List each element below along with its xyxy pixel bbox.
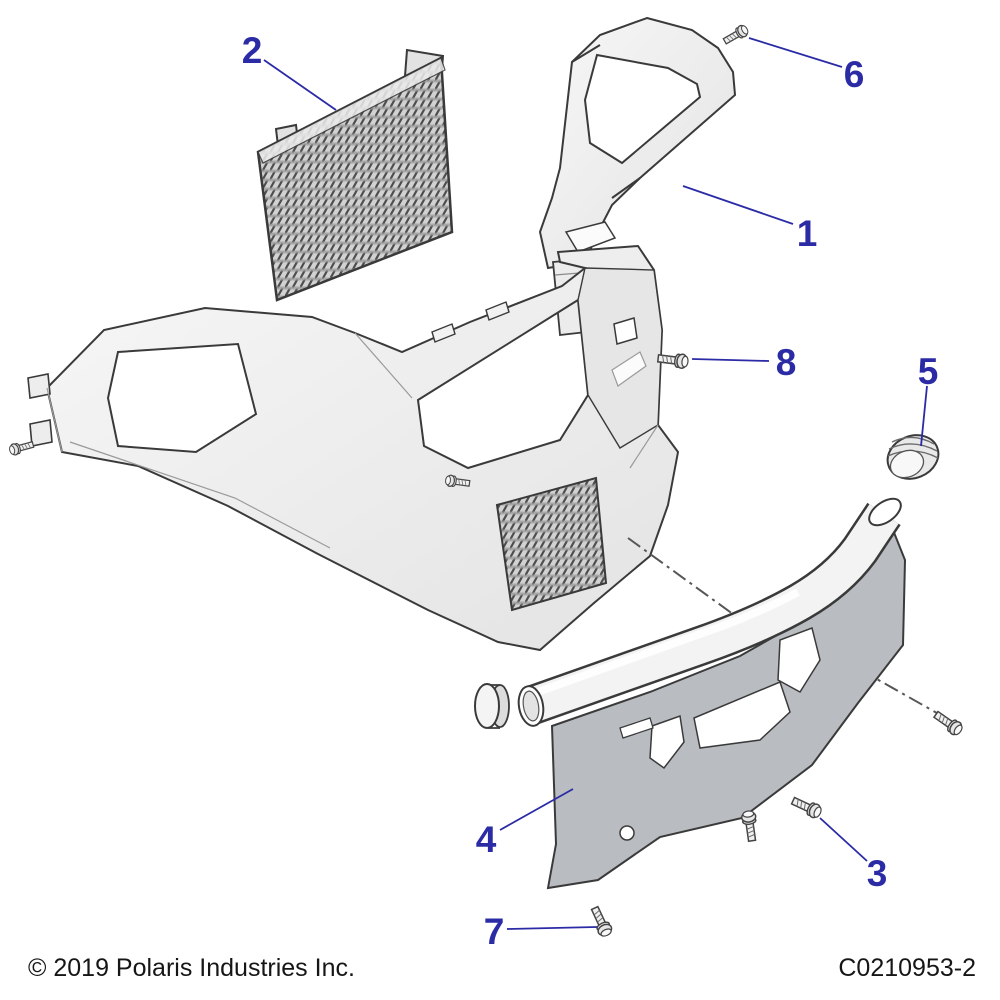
tube-end-cap-part [886, 434, 940, 480]
callout-8-leader [691, 358, 770, 362]
screw-part-left [7, 438, 36, 457]
callout-2-leader [263, 59, 337, 111]
callout-2-label: 2 [242, 30, 263, 71]
callout-5-label: 5 [918, 351, 939, 392]
assembly-axis-line [627, 537, 738, 618]
callout-3-label: 3 [867, 853, 888, 894]
screw-part-3 [789, 793, 824, 821]
screw-part-7 [587, 904, 615, 939]
callout-1-leader [682, 185, 794, 225]
callout-5-leader [920, 385, 928, 447]
callout-4-label: 4 [476, 819, 497, 860]
callout-6-leader [748, 37, 843, 68]
callout-7-leader [506, 926, 598, 930]
tube-plug-cap-part [474, 683, 510, 729]
callout-8-label: 8 [776, 342, 797, 383]
screw-part-6 [721, 22, 751, 48]
screw-part-8 [656, 350, 690, 370]
front-bumper-fascia-part [27, 244, 680, 652]
callout-7-label: 7 [484, 911, 505, 952]
screw-part-right [931, 707, 966, 739]
lower-bumper-part [517, 497, 907, 890]
callout-6-label: 6 [844, 54, 865, 95]
screw-part-bottom-center [740, 809, 760, 843]
callout-3-leader [819, 817, 868, 862]
copyright-text: © 2019 Polaris Industries Inc. [28, 954, 355, 982]
document-code-text: C0210953-2 [838, 954, 976, 982]
callout-4-leader [499, 788, 574, 831]
callout-1-label: 1 [797, 213, 818, 254]
grille-mesh-panel-part [256, 48, 454, 302]
